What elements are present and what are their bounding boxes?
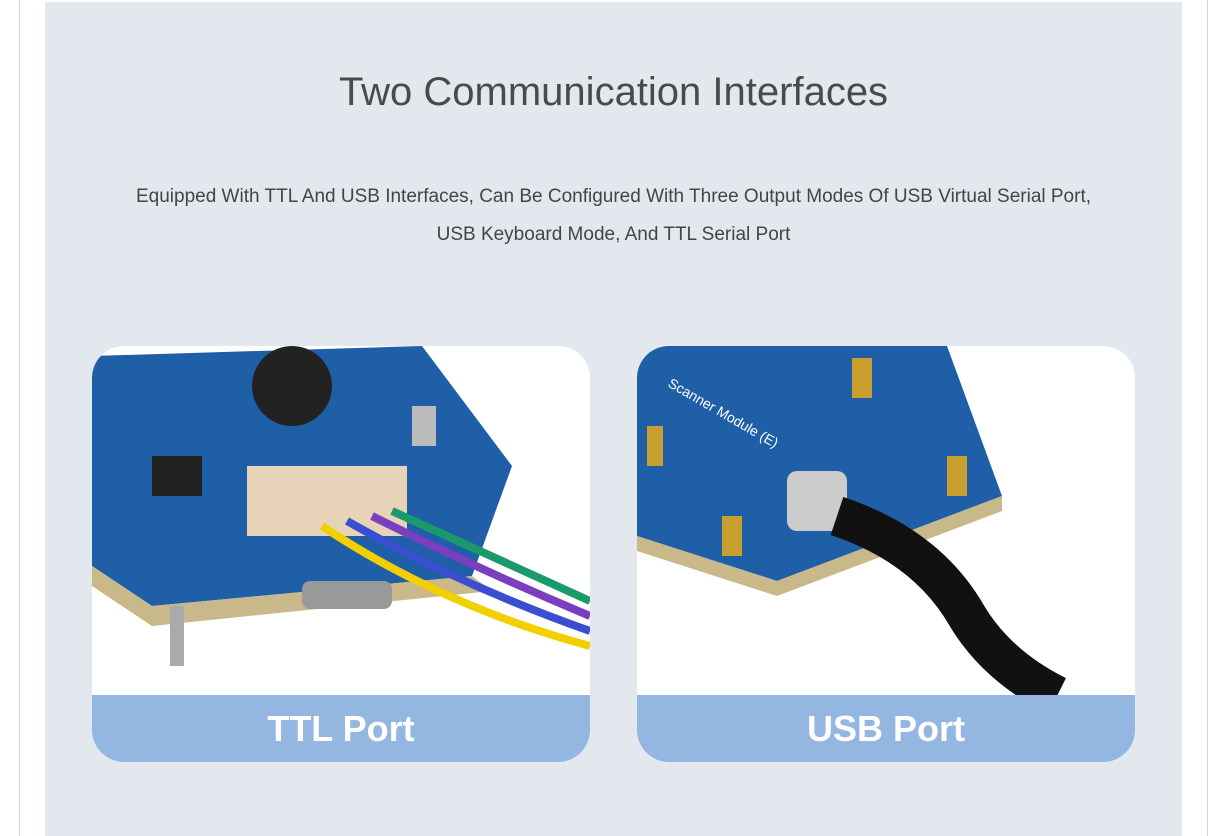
ttl-port-card: TTL Port [92,346,590,762]
section-description: Equipped With TTL And USB Interfaces, Ca… [75,178,1152,254]
ttl-port-label: TTL Port [92,695,590,762]
page-border-left [19,0,20,836]
description-line-1: Equipped With TTL And USB Interfaces, Ca… [135,186,1092,207]
section-title: Two Communication Interfaces [338,70,889,114]
feature-panel: Two Communication Interfaces Equipped Wi… [45,2,1182,836]
usb-port-label: USB Port [637,695,1135,762]
usb-port-image: Scanner Module (E) [637,346,1067,696]
ttl-port-image [92,346,590,666]
description-line-2: USB Keyboard Mode, And TTL Serial Port [436,224,791,245]
usb-port-card: Scanner Module (E) USB Port [637,346,1135,762]
